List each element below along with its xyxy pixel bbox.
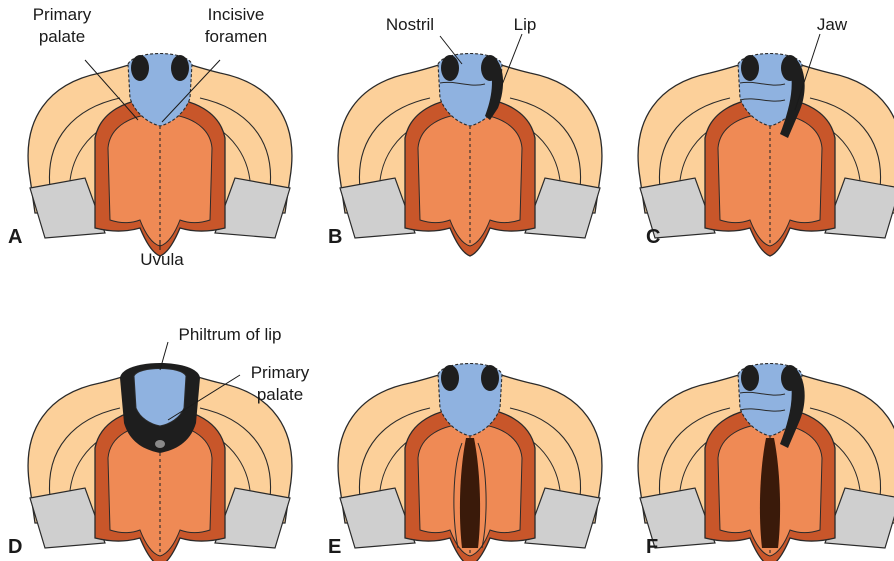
panel-c [638,54,894,257]
panel-label-b: B [328,226,342,248]
label-philtrum: Philtrum of lip [179,325,282,344]
label-primary-palate-2: palate [39,27,85,46]
panel-label-d: D [8,536,22,558]
panel-a [28,54,292,257]
panel-f [638,364,894,561]
panel-label-e: E [328,536,341,558]
label-jaw: Jaw [817,15,848,34]
panel-d [28,363,292,561]
panel-label-f: F [646,536,658,558]
label-incisive-foramen-2: foramen [205,27,267,46]
label-lip: Lip [514,15,537,34]
label-primary-palate: Primary [33,5,92,24]
label-uvula: Uvula [140,250,184,269]
panel-label-c: C [646,226,660,248]
panel-b [338,54,602,257]
label-primary-palate-d-2: palate [257,385,303,404]
label-primary-palate-d: Primary [251,363,310,382]
panel-label-a: A [8,226,22,248]
panel-e [338,364,602,561]
label-incisive-foramen: Incisive [208,5,265,24]
label-nostril: Nostril [386,15,434,34]
